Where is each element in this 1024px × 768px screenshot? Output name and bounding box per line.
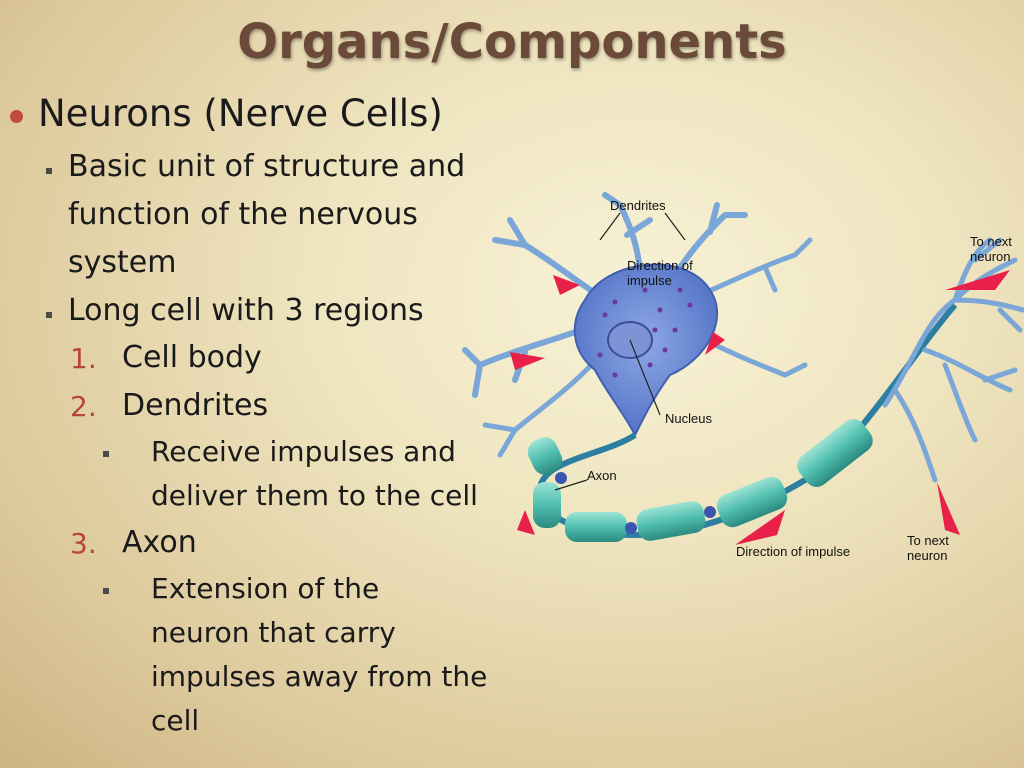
region-detail-line: neuron that carry <box>151 616 396 649</box>
main-bullet: Neurons (Nerve Cells) <box>38 92 443 135</box>
region-number: 2. <box>70 390 97 423</box>
detail-bullet-icon <box>103 588 109 594</box>
sub-bullet-line: Basic unit of structure and <box>68 149 466 184</box>
neuron-diagram: Dendrites Direction of impulse Nucleus A… <box>462 192 1024 563</box>
region-detail-line: Receive impulses and <box>151 435 456 468</box>
nucleus-label: Nucleus <box>665 411 712 426</box>
sub-bullet-line: function of the nervous <box>68 197 418 232</box>
to-next-neuron-bottom-line2: neuron <box>907 548 947 563</box>
region-label: Axon <box>122 525 197 560</box>
region-label: Cell body <box>122 340 262 375</box>
axon-terminals <box>882 237 1024 483</box>
region-label: Dendrites <box>122 388 269 423</box>
main-bullet-icon <box>10 110 23 123</box>
region-detail-line: impulses away from the <box>151 660 488 693</box>
slide-title: Organs/Components <box>237 14 787 70</box>
direction-label-line1: Direction of <box>627 258 693 273</box>
slide-content: Neurons (Nerve Cells) Basic unit of stru… <box>10 92 488 737</box>
to-next-neuron-top-line1: To next <box>970 234 1012 249</box>
sub-bullet-icon <box>46 312 52 318</box>
region-detail-line: cell <box>151 704 200 737</box>
axon <box>527 303 958 542</box>
sub-bullet-line: Long cell with 3 regions <box>68 293 424 328</box>
label-leaders <box>554 212 686 491</box>
to-next-neuron-top-line2: neuron <box>970 249 1010 264</box>
dendrites-label: Dendrites <box>610 198 666 213</box>
sub-bullet-icon <box>46 168 52 174</box>
dendrites <box>462 192 813 458</box>
axon-label: Axon <box>587 468 617 483</box>
to-next-neuron-bottom-line1: To next <box>907 533 949 548</box>
direction-of-impulse-label: Direction of impulse <box>736 544 850 559</box>
sub-bullet-line: system <box>68 245 177 280</box>
cell-body-granules <box>597 287 693 378</box>
detail-bullet-icon <box>103 451 109 457</box>
region-detail-line: deliver them to the cell <box>151 479 478 512</box>
region-number: 3. <box>70 527 97 560</box>
region-number: 1. <box>70 342 97 375</box>
impulse-arrows <box>510 270 1010 545</box>
direction-label-line2: impulse <box>627 273 672 288</box>
region-detail-line: Extension of the <box>151 572 380 605</box>
